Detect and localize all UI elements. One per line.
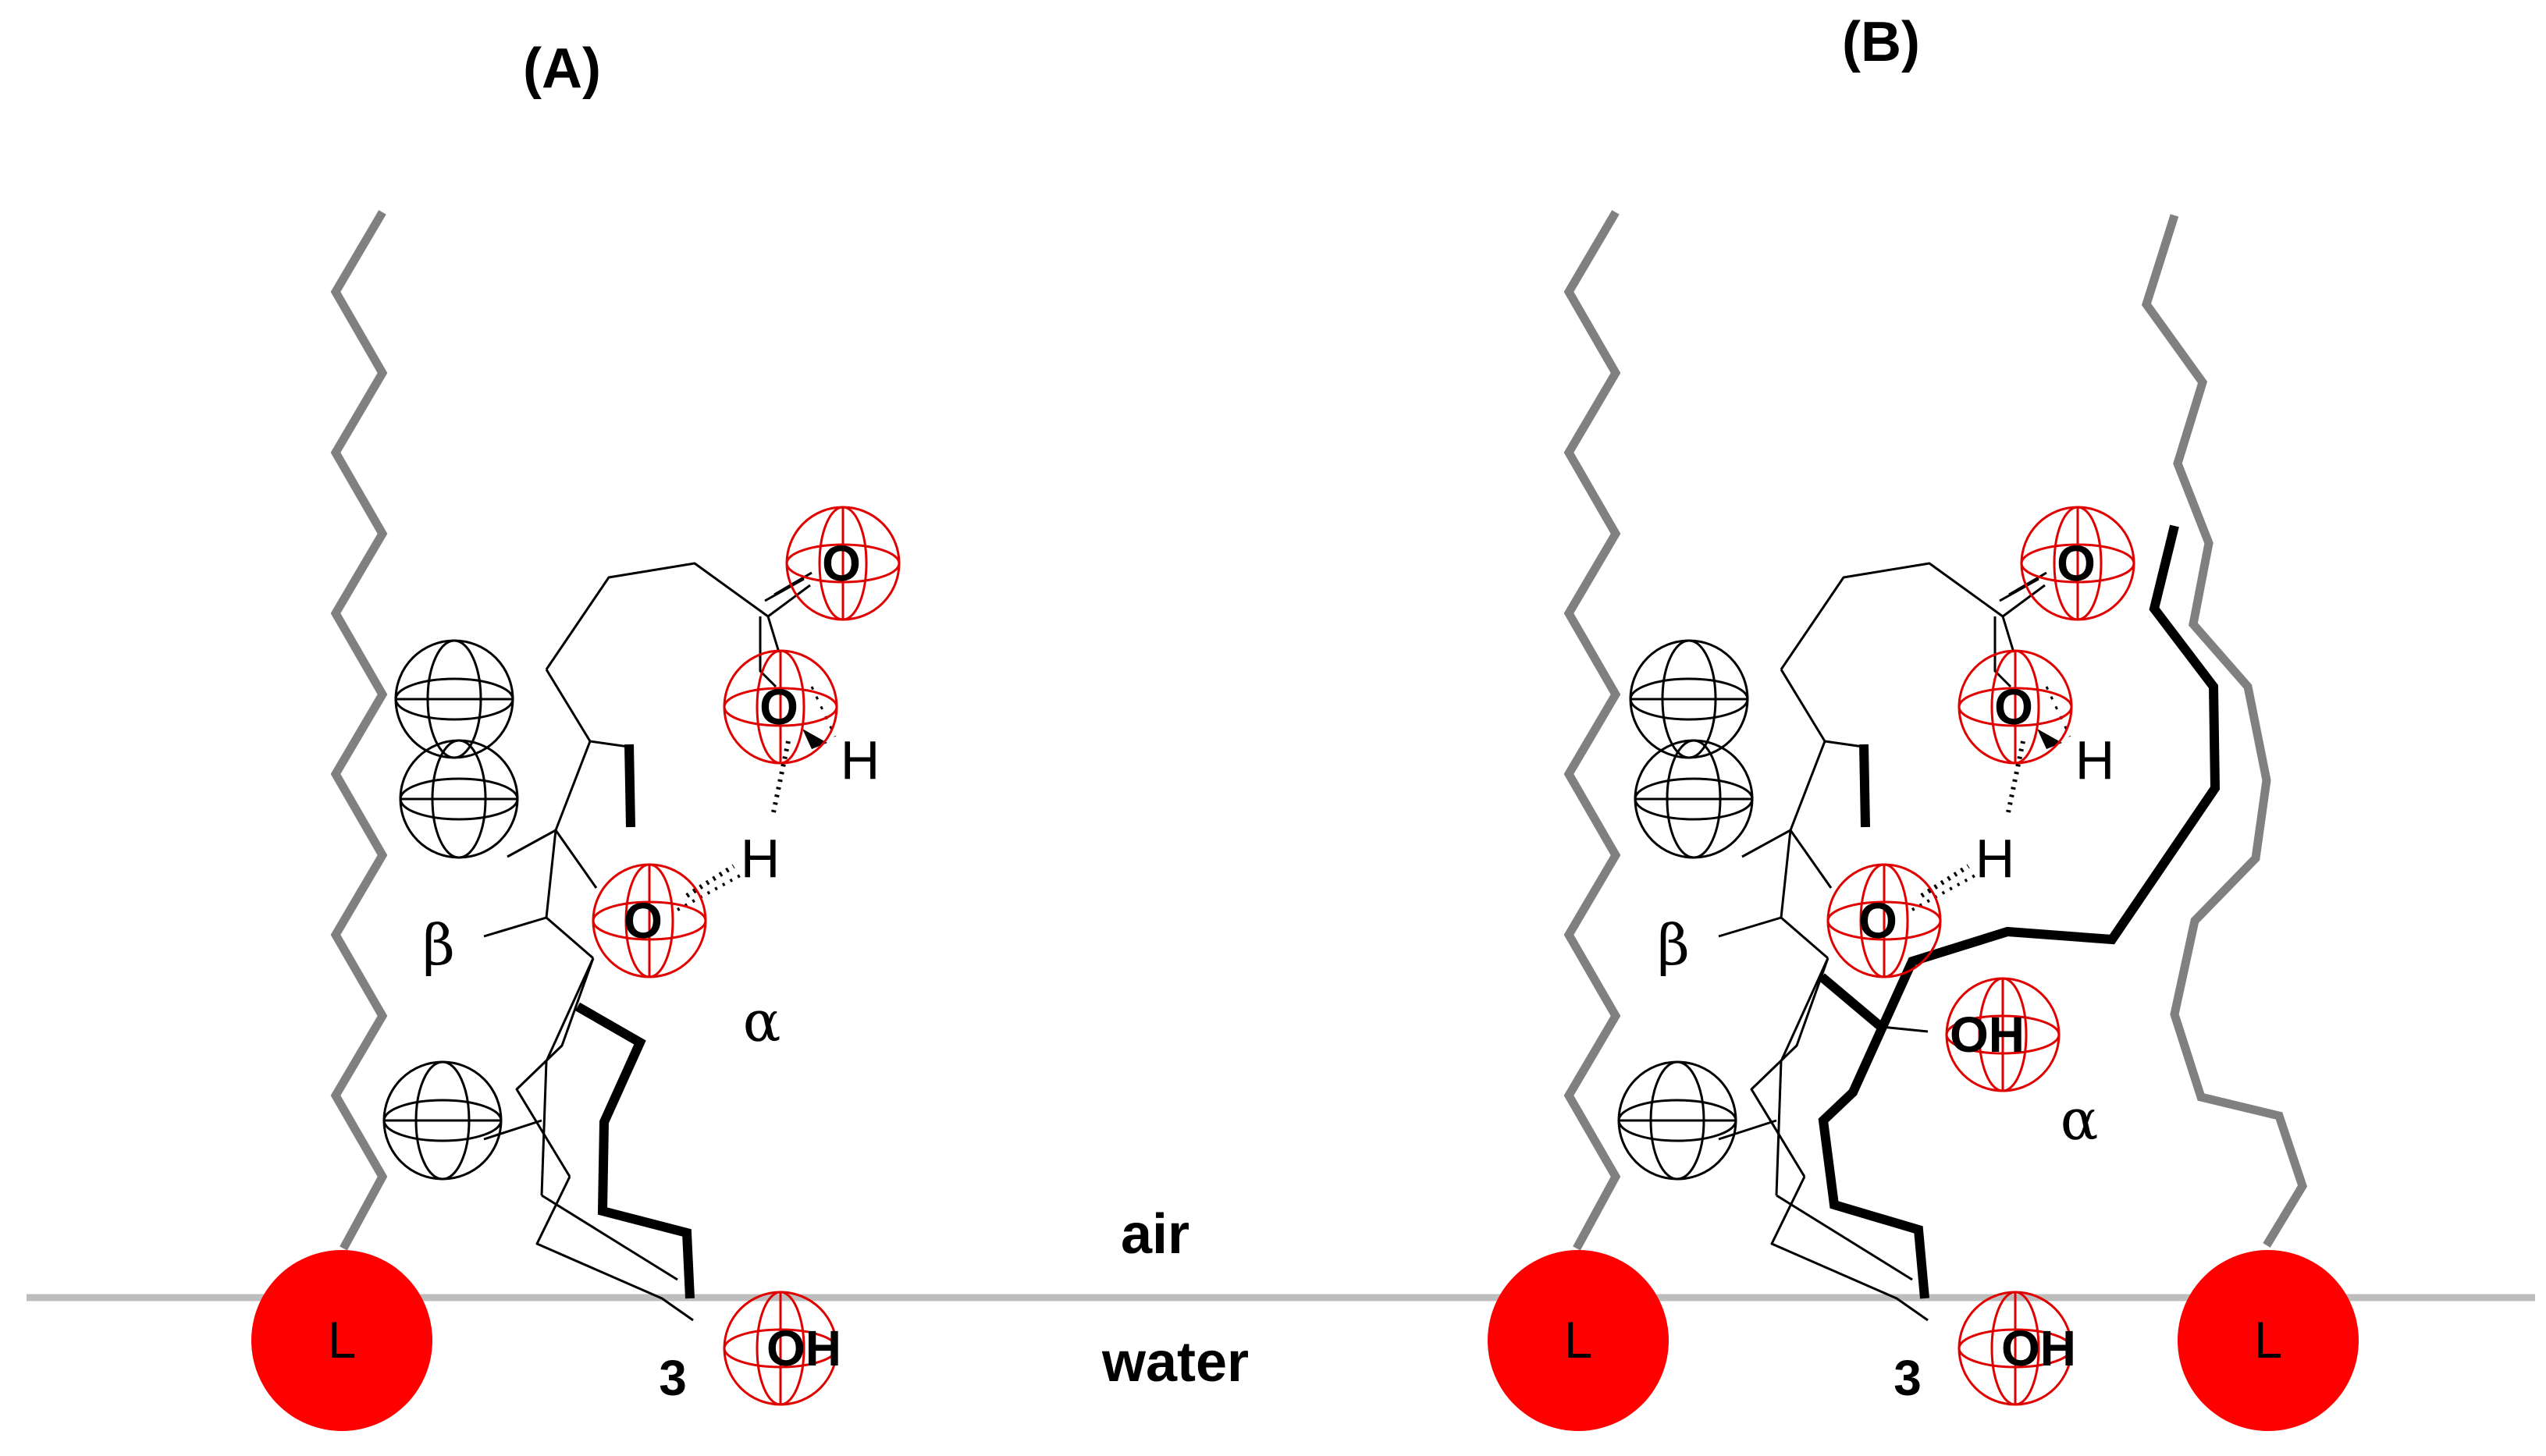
hbond-h-label-b: H xyxy=(1975,828,2015,889)
methyl-sphere-a-3 xyxy=(382,1060,503,1181)
headgroup-label-a-left: L xyxy=(328,1311,357,1369)
alpha-face-label-b: α xyxy=(2061,1087,2099,1152)
bile-acid-skeleton-b xyxy=(1718,562,2071,1322)
lipid-tail-a-left xyxy=(330,210,388,1251)
oh-label-b-bottom: OH xyxy=(2001,1320,2076,1376)
panel-b-label: (B) xyxy=(1842,11,1920,73)
position-3-label-b: 3 xyxy=(1893,1350,1922,1406)
acid-hbond-dash-b xyxy=(2005,740,2025,817)
acid-h-label-a: H xyxy=(841,730,880,790)
carbonyl-o-label-a: O xyxy=(822,535,861,591)
carbonyl-o-label-b: O xyxy=(2057,535,2096,591)
lipid-headgroup-b-left xyxy=(1488,1250,1669,1431)
panel-a: (A) L xyxy=(251,37,1249,1431)
hbond-h-label-a: H xyxy=(741,828,781,889)
acid-hbond-dash-a xyxy=(770,740,791,817)
hydrogen-bond-b xyxy=(1920,864,1970,898)
lipid-headgroup-a-left xyxy=(251,1250,432,1431)
beta-face-label-a: β xyxy=(422,912,455,978)
beta-face-label-b: β xyxy=(1657,912,1690,978)
hydroxyl-o-label-a: O xyxy=(624,893,663,949)
acid-o-label-a: O xyxy=(759,679,798,735)
acid-o-label-b: O xyxy=(1994,679,2033,735)
alpha-face-label-a: α xyxy=(743,989,781,1054)
oh-label-a: OH xyxy=(766,1320,841,1376)
panel-b: (B) L L xyxy=(1488,11,2359,1431)
hydrogen-bond-a xyxy=(685,864,735,898)
methyl-sphere-b-3 xyxy=(1617,1060,1737,1181)
lipid-tail-b-right xyxy=(2141,214,2308,1248)
position-3-label-a: 3 xyxy=(659,1350,687,1406)
air-label: air xyxy=(1121,1203,1189,1266)
acid-h-label-b: H xyxy=(2075,730,2115,790)
panel-a-label: (A) xyxy=(523,37,601,100)
oh-label-b-middle: OH xyxy=(1950,1007,2025,1063)
bile-acid-skeleton-a xyxy=(483,562,837,1322)
headgroup-label-b-right: L xyxy=(2254,1311,2283,1369)
lipid-tail-b-left xyxy=(1563,210,1621,1251)
lipid-headgroup-b-right xyxy=(2178,1250,2359,1431)
headgroup-label-b-left: L xyxy=(1564,1311,1593,1369)
hydroxyl-o-label-b: O xyxy=(1858,893,1897,949)
water-label: water xyxy=(1101,1331,1249,1394)
penetrating-chain-b xyxy=(1818,524,2221,1299)
